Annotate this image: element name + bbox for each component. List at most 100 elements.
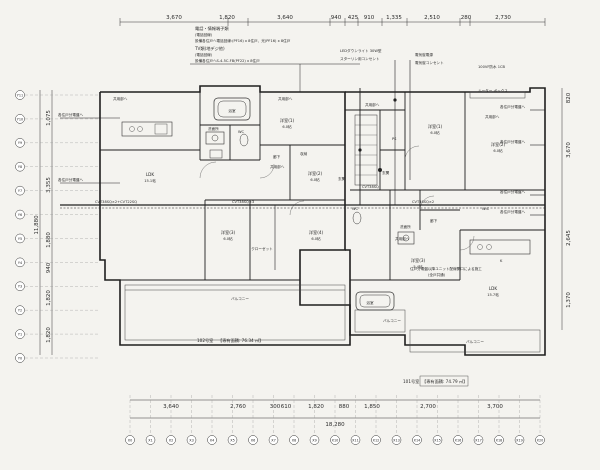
room-bed2-102-size: 6.0帖 (310, 177, 320, 182)
left-dim-1: 1,075 (46, 110, 52, 126)
top-dim-10: 2,730 (495, 15, 511, 21)
top-dim-4: 940 (331, 15, 342, 21)
cable-label-3: CVT38SQ (362, 185, 379, 189)
room-hall-101: 廊下 (430, 218, 438, 223)
room-balcony-101-a: バルコニー (383, 319, 401, 323)
unit-captions: 102号室 【専有面積: 76.34 ㎡】 101号室 【専有面積: 74.79… (197, 337, 469, 387)
to-common-label-4: 共用部へ (485, 114, 500, 119)
axis-bubble (268, 435, 279, 445)
bottom-dim-2: 2,760 (230, 404, 246, 410)
top-notes: 電話・情報端子類 (電話回線) 設備各住戸へ電話回線:(PF16) x 8住戸、… (194, 25, 508, 93)
room-ldk-102-size: 15.1帖 (144, 178, 156, 183)
note-door: 電気錠電源 (415, 52, 433, 57)
right-dim-1: 820 (566, 92, 572, 103)
room-kitchen-101: K (500, 259, 503, 263)
axis-label-bottom: X8 (292, 438, 296, 442)
junction-dot (393, 98, 397, 102)
to-common-label-6: 共用部へ (395, 236, 410, 241)
axis-label-bottom: X7 (271, 438, 275, 442)
top-dim-1: 3,670 (166, 15, 182, 21)
axis-label-bottom: X13 (393, 438, 400, 442)
axis-label-left: Y1 (18, 332, 22, 336)
axis-bubble (15, 114, 25, 124)
axis-label-bottom: X3 (189, 438, 193, 442)
axis-bubble (125, 435, 135, 445)
axis-label-bottom: X1 (148, 438, 152, 442)
top-dim-2: 1,820 (219, 15, 235, 21)
room-ps: PS (392, 137, 397, 141)
cable-label-4: CVT38SQ×2 (412, 200, 434, 204)
bottom-dim-3: 300 (270, 404, 281, 410)
top-dim-9: 280 (461, 15, 472, 21)
note-tv-line: 設備各住戸へS-4.5C-FB(PF22) x 8住戸 (195, 58, 260, 63)
axis-bubble (309, 435, 320, 445)
unit-102-name: 102号室 (197, 337, 213, 344)
top-dim-7: 1,335 (386, 15, 402, 21)
bottom-dim-total: 18,280 (325, 422, 345, 428)
top-dim-6: 910 (364, 15, 375, 21)
room-bed4-102-size: 6.0帖 (311, 236, 321, 241)
axis-bubble (535, 435, 545, 445)
axis-label-bottom: X11 (352, 438, 359, 442)
axis-bubble (145, 435, 156, 445)
room-bed2-101: 洋室(2) (491, 141, 506, 148)
room-closet-102: クローゼット (251, 246, 273, 251)
top-dim-8: 2,510 (424, 15, 440, 21)
unit-101-room-labels: 洋室(1) 6.0帖 洋室(2) 6.0帖 洋室(3) 5.4帖 LDK 15.… (352, 123, 506, 344)
axis-label-bottom: X4 (210, 438, 214, 442)
unit-101-name: 101号室 (403, 378, 419, 385)
right-dim-2: 3,670 (566, 142, 572, 158)
right-dim-3: 2,645 (566, 230, 572, 246)
axis-label-bottom: X12 (373, 438, 380, 442)
room-ldk-101-size: 15.7帖 (487, 292, 499, 297)
axis-label-left: Y8 (18, 165, 22, 169)
bottom-dim-1: 3,640 (163, 404, 179, 410)
bottom-dim-9: 3,700 (487, 404, 503, 410)
bottom-dim-7: 1,850 (364, 404, 380, 410)
left-dim-total: 11,880 (34, 215, 40, 235)
top-dim-5: 425 (348, 15, 359, 21)
to-common-label-2: 共用部へ (278, 96, 293, 101)
right-dimension-chain: 820 3,670 2,645 1,370 (561, 88, 572, 330)
left-connector-label-2: 各住戸分電盤へ (58, 177, 84, 182)
fixtures (121, 97, 531, 311)
axis-label-left: Y9 (18, 141, 22, 145)
axis-bubble (207, 435, 217, 445)
room-entrance-101: 玄関 (382, 170, 390, 175)
note-unit-line: 住戸分電盤以降ユニット配線開口による施工 (410, 266, 482, 271)
axis-bubble (473, 435, 484, 445)
to-common-label-1: 共用部へ (113, 96, 128, 101)
room-ldk-102: LDK (146, 172, 155, 177)
room-bed3-101-size: 5.4帖 (413, 264, 423, 269)
unit-102-room-labels: LDK 15.1帖 浴室 洗面所 WC 洋室(1) 6.0帖 洋室(2) 6.0… (144, 108, 345, 301)
left-connector-label-1: 各住戸分電盤へ (58, 112, 84, 117)
right-dim-4: 1,370 (566, 292, 572, 308)
axis-label-bottom: X0 (128, 438, 132, 442)
room-washroom-102: 洗面所 (208, 126, 219, 131)
room-bed1-101-size: 6.0帖 (430, 130, 440, 135)
cable-routes (60, 60, 545, 270)
bottom-dim-6: 880 (339, 404, 350, 410)
axis-bubble (15, 90, 25, 100)
room-bed1-102: 洋室(1) (280, 117, 295, 124)
axis-label-left: Y10 (17, 117, 23, 121)
room-hall-102: 廊下 (273, 154, 281, 159)
note-outlet: 電気錠コンセント (415, 60, 444, 65)
right-connector-label-4: 各住戸分電盤へ (500, 209, 526, 214)
axis-bubble (227, 435, 238, 445)
axis-label-bottom: X14 (414, 438, 421, 442)
axis-bubble (330, 435, 340, 445)
axis-bubble (391, 435, 402, 445)
room-bed3-102-size: 6.0帖 (223, 236, 233, 241)
room-bed1-101: 洋室(1) (428, 123, 443, 130)
connector-labels: 各住戸分電盤へ 各住戸分電盤へ 各住戸分電盤へ 各住戸分電盤へ 各住戸分電盤へ … (58, 96, 526, 241)
axis-label-bottom: X17 (475, 438, 482, 442)
axis-label-left: Y11 (17, 93, 23, 97)
junction-dot (378, 168, 382, 172)
axis-bubble (248, 435, 258, 445)
room-toilet-101: WC (352, 207, 359, 211)
junction-dot (358, 148, 362, 152)
